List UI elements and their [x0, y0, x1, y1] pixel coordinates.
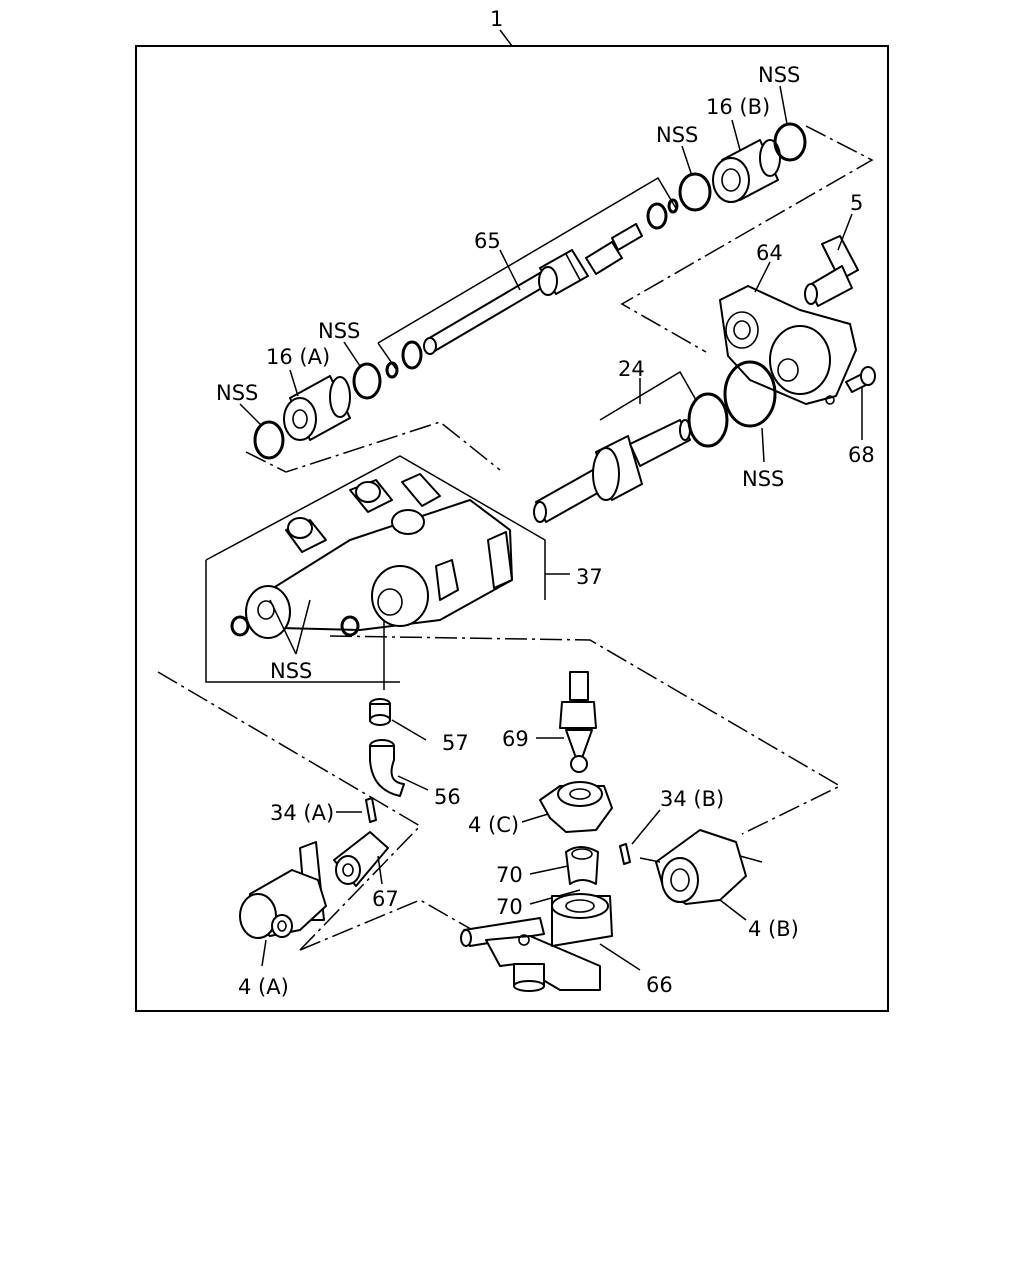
cover-64	[719, 285, 857, 405]
label-4b: 4 (B)	[748, 917, 799, 941]
elbow-fitting-5	[804, 235, 859, 307]
o-ring-nss-6b	[340, 615, 360, 637]
label-16a: 16 (A)	[266, 345, 330, 369]
label-68: 68	[848, 443, 875, 467]
body-37	[245, 473, 513, 639]
label-assembly-1: 1	[490, 7, 503, 31]
o-ring-nss-3	[253, 420, 285, 460]
bleeder-69	[559, 671, 597, 773]
link-67	[333, 831, 389, 887]
leader-5	[837, 213, 853, 251]
shaft-65	[423, 223, 643, 355]
label-67: 67	[372, 887, 399, 911]
o-ring-nss-6a	[230, 615, 250, 637]
o-ring-nss-2	[773, 122, 807, 162]
label-nss-1: NSS	[656, 123, 698, 147]
label-57: 57	[442, 731, 469, 755]
assembly-leader	[499, 29, 513, 47]
leader-4c	[521, 813, 549, 823]
label-34a: 34 (A)	[270, 801, 334, 825]
guide-lower-bottom	[299, 899, 491, 951]
small-ring-65-right	[667, 198, 679, 214]
cap-4c	[539, 781, 613, 833]
label-nss-6: NSS	[270, 659, 312, 683]
o-ring-nss-5	[723, 360, 777, 428]
leader-nss-5	[761, 427, 765, 463]
leader-16b	[731, 119, 741, 151]
label-70a: 70	[496, 863, 523, 887]
sleeve-16a	[283, 375, 351, 441]
label-69: 69	[502, 727, 529, 751]
leader-4a	[261, 939, 267, 967]
boot-4a	[239, 841, 327, 939]
label-nss-5: NSS	[742, 467, 784, 491]
leader-66	[599, 943, 641, 971]
pipe-56	[369, 739, 405, 797]
o-ring-nss-4	[352, 362, 382, 400]
leader-57	[391, 719, 427, 741]
group-outline-65	[377, 176, 678, 373]
lever-66	[460, 893, 613, 992]
washer-65-right	[646, 202, 668, 230]
label-65: 65	[474, 229, 501, 253]
guide-16b	[620, 125, 874, 353]
guide-16a	[245, 421, 501, 473]
fitting-57	[369, 698, 391, 726]
pin-34b	[619, 843, 631, 865]
label-nss-4: NSS	[318, 319, 360, 343]
leader-nss-3	[239, 403, 263, 427]
washer-65-left	[401, 340, 423, 370]
leader-65	[499, 249, 521, 291]
label-16b: 16 (B)	[706, 95, 770, 119]
leader-nss-4	[343, 341, 361, 367]
shaft-24	[533, 419, 691, 523]
assembly-frame	[135, 45, 889, 1012]
leader-56	[397, 775, 429, 791]
guide-lower	[157, 635, 842, 951]
label-4a: 4 (A)	[238, 975, 289, 999]
leader-16a	[289, 369, 299, 397]
group-outline-24	[599, 370, 697, 421]
label-70b: 70	[496, 895, 523, 919]
label-24: 24	[618, 357, 645, 381]
label-nss-3: NSS	[216, 381, 258, 405]
leader-67	[377, 855, 383, 885]
leader-4b	[719, 899, 747, 921]
o-ring-24	[687, 392, 729, 448]
leader-nss-2	[779, 85, 788, 125]
label-37: 37	[576, 565, 603, 589]
label-nss-2: NSS	[758, 63, 800, 87]
label-64: 64	[756, 241, 783, 265]
clip-70	[565, 846, 599, 885]
label-5: 5	[850, 191, 863, 215]
small-ring-65-left	[385, 361, 399, 379]
leader-70a	[529, 865, 569, 875]
label-66: 66	[646, 973, 673, 997]
boot-4b	[639, 829, 763, 905]
leader-nss-1	[681, 145, 693, 177]
label-4c: 4 (C)	[468, 813, 519, 837]
sleeve-16b	[712, 139, 781, 203]
leader-64	[754, 261, 771, 293]
leader-nss-6	[269, 599, 311, 655]
pin-34a	[365, 797, 377, 823]
bolt-68	[845, 366, 876, 393]
leader-34b	[631, 809, 661, 845]
group-outline-37	[205, 455, 546, 683]
label-56: 56	[434, 785, 461, 809]
o-ring-nss-1	[678, 172, 712, 212]
label-34b: 34 (B)	[660, 787, 724, 811]
